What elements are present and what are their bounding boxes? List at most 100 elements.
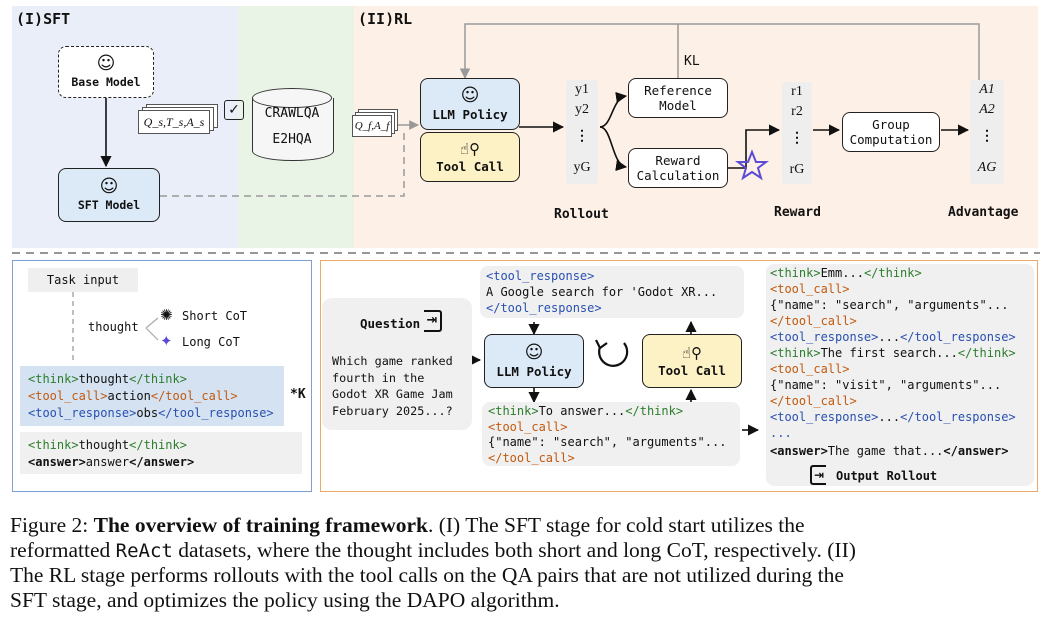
rollout-line-7: <tool_call> — [770, 362, 850, 376]
output-vdots: ⋮ — [575, 129, 589, 144]
final-answer-block: <think>thought</think> <answer>answer</a… — [20, 432, 302, 474]
tool-response-block: <tool_response> A Google search for 'God… — [480, 266, 744, 318]
output-y2: y2 — [575, 102, 589, 117]
robot-icon: ☺ — [460, 84, 480, 106]
task-input-box: Task input — [28, 268, 138, 292]
question-box — [322, 298, 472, 430]
logout-icon: ⇥ — [810, 465, 826, 485]
tool-args-line: {"name": "search", "arguments"... — [488, 435, 727, 449]
robot-icon: ☺ — [99, 176, 119, 197]
react-tool-line: <tool_call>action</tool_call> — [28, 389, 238, 403]
reward-calculation-l2: Calculation — [636, 168, 720, 183]
group-computation-box: Group Computation — [842, 112, 940, 152]
question-text: Which game ranked fourth in the Godot XR… — [332, 353, 453, 419]
tool-response-text: A Google search for 'Godot XR... — [486, 285, 718, 299]
rollout-line-2: <tool_call> — [770, 282, 850, 296]
llm-policy-box: ☺ LLM Policy — [420, 78, 520, 130]
kl-label: KL — [684, 54, 700, 69]
reward-label: Reward — [774, 205, 821, 220]
rollout-label: Rollout — [554, 207, 609, 222]
rollout-line-10: <tool_response>...</tool_response> — [770, 410, 1016, 424]
rl-data-stack: Q_f,A_f — [352, 109, 398, 140]
sft-model-box: ☺ SFT Model — [58, 168, 160, 222]
rollout-line-8: {"name": "visit", "arguments"... — [770, 378, 1002, 392]
advantage-label: Advantage — [948, 205, 1019, 220]
caption-line-3: The RL stage performs rollouts with the … — [10, 563, 844, 587]
base-model-label: Base Model — [71, 75, 141, 89]
reference-model-box: Reference Model — [628, 78, 728, 118]
rollout-line-1: <think>Emm...</think> — [770, 266, 922, 280]
reward-vdots: ⋮ — [790, 131, 804, 146]
group-computation-l1: Group — [872, 117, 910, 132]
question-line-3: Godot XR Game Jam — [332, 387, 453, 401]
robot-icon: ☺ — [96, 53, 116, 74]
advantage-ag: AG — [977, 160, 997, 175]
question-line-2: fourth in the — [332, 370, 425, 385]
login-icon: ⇥ — [424, 310, 442, 332]
reward-r1: r1 — [791, 84, 803, 99]
final-answer-line: <answer>answer</answer> — [28, 455, 195, 469]
outputs-column: y1 y2 ⋮ yG — [566, 80, 598, 184]
rollout-line-6: <think>The first search...</think> — [770, 346, 1016, 360]
think-tool-block: <think>To answer...</think> <tool_call> … — [482, 402, 740, 466]
react-response-line: <tool_response>obs</tool_response> — [28, 406, 274, 420]
question-line-4: February 2025...? — [332, 403, 453, 418]
reference-model-l1: Reference — [644, 83, 712, 98]
rollout-line-3: {"name": "search", "arguments"... — [770, 298, 1009, 312]
tool-icon: ☝⚲ — [681, 343, 703, 362]
react-loop-block: <think>thought</think> <tool_call>action… — [20, 366, 284, 426]
rl-data-label: Q_f,A_f — [352, 115, 392, 137]
openai-icon: ✺ — [160, 306, 173, 324]
output-rollout-label: Output Rollout — [836, 469, 938, 483]
rollout-line-4: </tool_call> — [770, 314, 857, 328]
tool-response-close: </tool_response> — [486, 301, 602, 315]
tool-close-line: </tool_call> — [488, 451, 575, 465]
output-y1: y1 — [575, 82, 589, 97]
output-rollout-block: <think>Emm...</think> <tool_call> {"name… — [766, 264, 1034, 486]
thought-label: thought — [88, 320, 139, 334]
rewards-column: r1 r2 ⋮ rG — [782, 82, 812, 184]
tool-open-line: <tool_call> — [488, 420, 568, 434]
output-yg: yG — [573, 160, 591, 175]
dataset-crawlqa: CRAWLQA — [264, 106, 320, 121]
bottom-llm-policy-box: ☺ LLM Policy — [484, 334, 584, 388]
short-cot-label: Short CoT — [182, 309, 248, 323]
reward-r2: r2 — [791, 104, 803, 119]
sft-data-label: Q_s,T_s,A_s — [138, 110, 210, 134]
think-line: <think>To answer...</think> — [488, 404, 684, 418]
sft-example-panel — [12, 260, 312, 492]
dataset-cylinder: CRAWLQA E2HQA — [252, 88, 334, 162]
reference-model-l2: Model — [659, 98, 697, 113]
advantage-a1: A1 — [979, 82, 995, 97]
caption-line-2: reformatted ReAct datasets, where the th… — [10, 537, 856, 562]
robot-icon: ☺ — [524, 341, 544, 363]
rollout-line-11: ... — [770, 426, 792, 440]
repeat-k-label: *K — [290, 387, 306, 402]
tool-call-label: Tool Call — [436, 158, 504, 174]
rl-example-panel — [320, 260, 1038, 492]
advantage-vdots: ⋮ — [980, 129, 994, 144]
advantages-column: A1 A2 ⋮ AG — [970, 80, 1004, 184]
advantage-a2: A2 — [979, 102, 995, 117]
qwen-icon: ✦ — [160, 332, 173, 350]
tool-icon: ☝⚲ — [459, 139, 481, 158]
reward-calculation-l1: Reward — [655, 153, 701, 168]
react-think-line: <think>thought</think> — [28, 372, 187, 386]
group-computation-l2: Computation — [849, 132, 933, 147]
long-cot-label: Long CoT — [182, 335, 240, 349]
caption-line-4: SFT stage, and optimizes the policy usin… — [10, 587, 560, 612]
rollout-line-5: <tool_response>...</tool_response> — [770, 330, 1016, 344]
bottom-llm-policy-label: LLM Policy — [496, 363, 572, 379]
llm-policy-label: LLM Policy — [432, 106, 508, 122]
cycle-icon — [595, 339, 629, 367]
sft-title: (I)SFT — [16, 10, 71, 28]
rl-title: (II)RL — [358, 10, 413, 28]
base-model-box: ☺ Base Model — [58, 46, 154, 98]
sft-data-stack: Q_s,T_s,A_s — [138, 104, 218, 136]
sft-model-label: SFT Model — [77, 198, 141, 212]
check-icon: ✓ — [224, 100, 244, 120]
bottom-tool-call-label: Tool Call — [658, 362, 726, 378]
